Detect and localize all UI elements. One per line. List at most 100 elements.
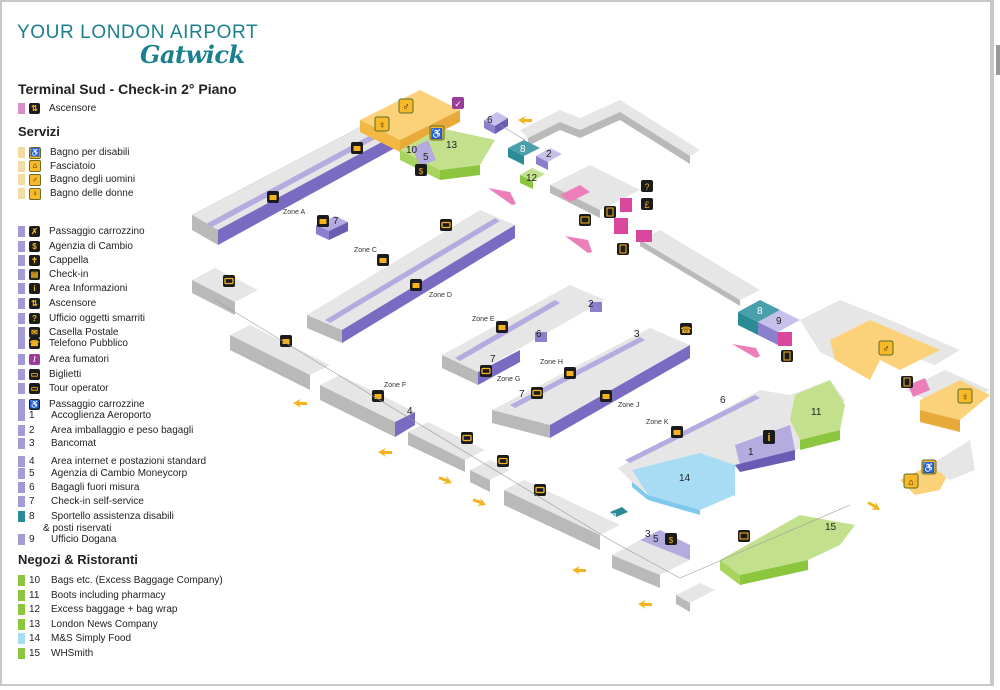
legend-swatch [18,354,25,365]
legend-swatch [18,226,25,237]
legend-item: ☎Telefono Pubblico [18,337,128,350]
legend-swatch [18,327,25,338]
legend-swatch [18,269,25,280]
legend-item: ✗Passaggio carrozzino [18,225,145,238]
lost-property-icon: ? [29,313,40,324]
legend-label: Ufficio Dogana [51,534,117,545]
legend-swatch [18,425,25,436]
unit-label: 2 [546,149,552,160]
unit-label: 15 [825,522,837,533]
corridor-to-east-wing [640,230,760,306]
unit-label: 9 [776,316,782,327]
legend-swatch [18,188,25,200]
tickets-icon [496,454,510,468]
elevator-icon [617,243,629,255]
legend-label: Tour operator [49,383,109,394]
legend-item: ▭ Tour operator [18,382,108,395]
unit-label: 13 [446,140,458,151]
unit-label: 8 [757,306,763,317]
women-toilet-icon: ♀ [29,187,41,200]
men-toilet-icon: ♂ [29,173,41,186]
legend-label: WHSmith [51,647,94,659]
legend-label: Agenzia di Cambio [49,241,133,252]
tickets-icon [222,274,236,288]
legend-label: Accoglienza Aeroporto [51,410,152,421]
legend-swatch [18,283,25,294]
check-in-icon [564,367,576,379]
svg-text:£: £ [644,200,649,210]
legend-swatch [18,438,25,449]
check-in-icon [372,390,384,402]
men-toilet-icon: ♂ [398,98,414,114]
legend-number: 2 [29,425,35,436]
unit-label: 7 [333,216,339,227]
wheelchair-icon: ♿ [429,125,445,141]
tour-operator-icon: ▭ [29,383,40,394]
scrollbar-thumb[interactable] [996,45,1000,75]
legend-label: Ufficio oggetti smarriti [49,313,145,324]
legend-item: ♀Bagno delle donne [18,187,133,200]
svg-text:✓: ✓ [454,99,462,109]
smoking-area-icon: / [29,354,40,365]
legend-label: Ascensore [49,103,97,114]
zone-labels: Zone A Zone C Zone D Zone E Zone F Zone … [283,209,669,426]
legend-number: 10 [29,575,41,586]
legend-swatch [18,338,25,349]
info-icon: i [29,283,40,294]
brand-logo: Gatwick [140,40,245,69]
legend-swatch [18,410,25,421]
legend-item: ⇅Ascensore [18,297,96,310]
legend-label: Telefono Pubblico [49,338,128,349]
legend-label: Cappella [49,255,89,266]
legend-item: ✉Casella Postale [18,326,118,339]
legend-number: 9 [29,534,35,545]
svg-text:♀: ♀ [961,392,969,403]
legend-item-elevator: ⇅ Ascensore [18,102,96,115]
legend-number: 4 [29,456,35,467]
legend-label: Boots including pharmacy [51,589,166,601]
elevator-icon: ⇅ [29,103,40,114]
legend-label: Area internet e postazioni standard [51,456,207,467]
unit-label: 8 [520,144,526,155]
svg-text:?: ? [644,182,649,192]
legend-item-continuation: & posti riservati [43,522,111,535]
legend-swatch [18,369,25,380]
elevator-icon [901,376,913,388]
baby-change-icon: ⌂ [29,160,41,173]
check-in-island-zone-k [618,380,845,515]
legend-swatch [18,399,25,410]
zone-label: Zone A [283,209,306,216]
currency-exchange-icon: $ [665,533,677,545]
unit-label: 8 [612,512,617,521]
legend-label: Area fumatori [49,354,110,365]
legend-number: 3 [29,438,35,449]
legend-label: Check-in [49,269,89,280]
svg-text:i: i [767,432,770,444]
arrow-icon [572,566,586,575]
legend-swatch [18,103,25,114]
zone-label: Zone E [472,316,495,323]
legend-label: M&S Simply Food [51,633,132,644]
legend-item: ✝Cappella [18,254,88,267]
unit-label: 5 [423,152,429,163]
check-in-icon [317,215,329,227]
zone-label: Zone K [646,419,669,426]
legend-number: 5 [29,468,35,479]
elevator-icon [604,206,616,218]
mailbox-icon [579,214,591,226]
unit-label: 10 [406,145,418,156]
numbered-units [484,112,562,189]
legend-item: ? Ufficio oggetti smarriti [18,312,145,325]
phone-icon: ☎ [680,323,692,335]
check-in-icon [600,390,612,402]
wheelchair-icon: ♿ [921,459,937,475]
legend-swatch [18,241,25,252]
shops-block-10-13 [400,128,495,180]
legend-swatch [18,534,25,545]
wheelchair-passage-icon: ♿ [29,399,40,410]
svg-text:♂: ♂ [402,102,410,113]
